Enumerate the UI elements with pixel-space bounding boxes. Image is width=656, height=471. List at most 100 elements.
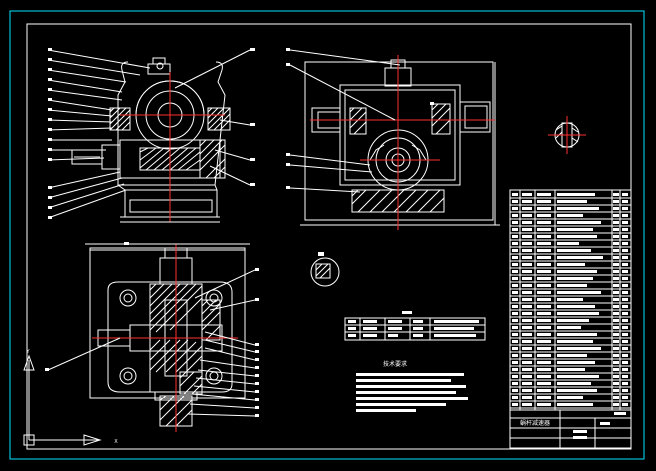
parts-row-text-mark	[557, 403, 593, 406]
parts-row-text-mark	[537, 375, 551, 378]
parts-row-text-mark	[537, 340, 551, 343]
parts-row-text-mark	[512, 396, 518, 399]
parts-row-text-mark	[613, 200, 619, 203]
parts-row-text-mark	[557, 354, 587, 357]
parts-row-text-mark	[622, 200, 628, 203]
parts-row-text-mark	[522, 382, 532, 385]
title-block-label: 蜗杆减速器	[520, 419, 550, 427]
parts-row-text-mark	[512, 214, 518, 217]
parts-row-text-mark	[522, 200, 532, 203]
parts-row-text-mark	[512, 403, 518, 406]
parts-row-text-mark	[557, 326, 581, 329]
side-view	[286, 48, 500, 230]
parts-row-text-mark	[522, 298, 532, 301]
parts-row-text-mark	[622, 277, 628, 280]
notes-heading: 技术要求	[383, 360, 407, 368]
parts-row-text-mark	[522, 312, 532, 315]
parts-row-text-mark	[512, 382, 518, 385]
parts-row-text-mark	[537, 193, 551, 196]
parts-row-text-mark	[522, 228, 532, 231]
parts-row-text-mark	[512, 235, 518, 238]
parts-row-text-mark	[622, 305, 628, 308]
parts-row-text-mark	[622, 368, 628, 371]
parts-row-text-mark	[522, 256, 532, 259]
parts-row-text-mark	[613, 291, 619, 294]
parts-row-text-mark	[537, 284, 551, 287]
parts-row-text-mark	[522, 242, 532, 245]
parts-row-text-mark	[522, 368, 532, 371]
parts-row-text-mark	[622, 228, 628, 231]
title-block: 蜗杆减速器	[510, 409, 631, 448]
parts-row-text-mark	[557, 312, 599, 315]
parts-row-text-mark	[613, 375, 619, 378]
parts-row-text-mark	[613, 221, 619, 224]
parts-row-text-mark	[557, 214, 583, 217]
parts-row-text-mark	[522, 291, 532, 294]
outer-frame	[9, 10, 645, 460]
parts-row-text-mark	[557, 200, 587, 203]
parts-row-text-mark	[613, 298, 619, 301]
parts-row-text-mark	[522, 396, 532, 399]
parts-row-text-mark	[613, 319, 619, 322]
parts-row-text-mark	[537, 319, 551, 322]
parts-row-text-mark	[522, 389, 532, 392]
parts-row-text-mark	[622, 256, 628, 259]
parts-row-text-mark	[613, 263, 619, 266]
parts-row-text-mark	[622, 333, 628, 336]
parts-row-text-mark	[613, 368, 619, 371]
parts-row-text-mark	[512, 375, 518, 378]
parts-row-text-mark	[557, 340, 593, 343]
parts-row-text-mark	[622, 270, 628, 273]
parts-row-text-mark	[557, 291, 601, 294]
parts-row-text-mark	[512, 200, 518, 203]
parts-row-text-mark	[512, 333, 518, 336]
parts-row-text-mark	[522, 207, 532, 210]
parts-row-text-mark	[622, 375, 628, 378]
parts-row-text-mark	[537, 263, 551, 266]
parts-row-text-mark	[613, 256, 619, 259]
parts-row-text-mark	[613, 312, 619, 315]
parts-row-text-mark	[537, 291, 551, 294]
parts-row-text-mark	[512, 221, 518, 224]
parts-row-text-mark	[613, 403, 619, 406]
parts-row-text-mark	[613, 340, 619, 343]
parts-row-text-mark	[512, 291, 518, 294]
parts-row-text-mark	[522, 284, 532, 287]
parts-row-text-mark	[557, 368, 585, 371]
parts-row-text-mark	[512, 263, 518, 266]
parts-row-text-mark	[613, 249, 619, 252]
parts-row-text-mark	[537, 347, 551, 350]
parts-row-text-mark	[557, 270, 597, 273]
parts-row-text-mark	[622, 242, 628, 245]
parts-row-text-mark	[622, 291, 628, 294]
parts-row-text-mark	[613, 207, 619, 210]
parts-row-text-mark	[522, 305, 532, 308]
parts-row-text-mark	[512, 242, 518, 245]
parts-row-text-mark	[537, 354, 551, 357]
parts-row-text-mark	[557, 319, 589, 322]
parts-row-text-mark	[613, 382, 619, 385]
parts-row-text-mark	[522, 326, 532, 329]
parts-row-text-mark	[622, 284, 628, 287]
parts-row-text-mark	[512, 354, 518, 357]
parts-row-text-mark	[522, 277, 532, 280]
parts-row-text-mark	[537, 368, 551, 371]
parts-row-text-mark	[557, 396, 583, 399]
parts-row-text-mark	[537, 221, 551, 224]
parts-row-text-mark	[537, 228, 551, 231]
parts-row-text-mark	[557, 277, 593, 280]
parts-row-text-mark	[613, 270, 619, 273]
parts-row-text-mark	[537, 305, 551, 308]
parts-row-text-mark	[622, 214, 628, 217]
parts-row-text-mark	[622, 347, 628, 350]
parts-row-text-mark	[522, 340, 532, 343]
parts-row-text-mark	[537, 270, 551, 273]
parts-row-text-mark	[613, 354, 619, 357]
parts-row-text-mark	[537, 242, 551, 245]
parts-row-text-mark	[557, 361, 595, 364]
parts-row-text-mark	[622, 382, 628, 385]
parts-row-text-mark	[613, 305, 619, 308]
parts-row-text-mark	[512, 270, 518, 273]
parts-row-text-mark	[622, 221, 628, 224]
